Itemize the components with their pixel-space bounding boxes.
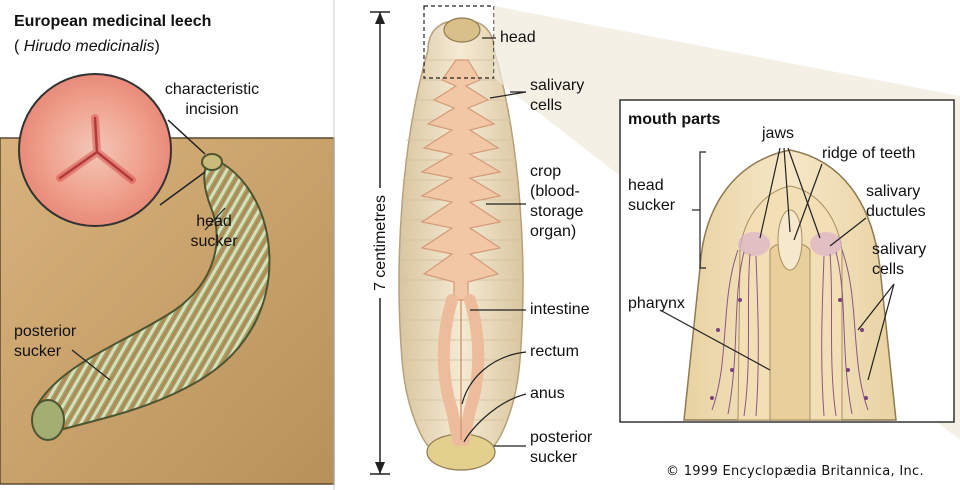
title: European medicinal leech: [14, 12, 211, 32]
label-head-sucker-left: head sucker: [190, 213, 238, 250]
leech-head-tip: [201, 153, 223, 171]
title-common-name: European medicinal leech: [14, 13, 212, 30]
label-pharynx: pharynx: [628, 295, 685, 312]
copyright-notice: © 1999 Encyclopædia Britannica, Inc.: [666, 464, 924, 479]
label-head-sucker-mouth: head sucker: [628, 177, 676, 214]
paren-close: ): [154, 38, 160, 55]
label-salivary-cells-middle: salivary cells: [530, 77, 585, 114]
label-head-middle: head: [500, 29, 536, 46]
scientific-name-text: Hirudo medicinalis: [23, 38, 155, 55]
scientific-name: ( Hirudo medicinalis): [14, 37, 160, 57]
label-characteristic-incision: characteristic incision: [164, 81, 260, 118]
label-ridge-of-teeth: ridge of teeth: [822, 145, 916, 162]
label-salivary-ductules: salivary ductules: [866, 183, 926, 220]
label-scale-7cm: 7 centimetres: [371, 188, 391, 298]
intestine: [437, 294, 464, 446]
salivary-ductules-lines: [711, 249, 869, 417]
label-posterior-sucker-left: posterior sucker: [14, 323, 77, 360]
label-crop: crop (blood- storage organ): [530, 163, 584, 240]
leech-posterior-sucker: [31, 399, 65, 441]
label-salivary-cells-mouth: salivary cells: [872, 241, 927, 278]
label-posterior-sucker-middle: posterior sucker: [530, 429, 593, 466]
label-rectum: rectum: [530, 343, 579, 360]
label-intestine: intestine: [530, 301, 590, 318]
paren-open: (: [14, 38, 24, 55]
label-jaws: jaws: [762, 125, 795, 142]
label-anus: anus: [530, 385, 565, 402]
anterior-sucker: [443, 17, 481, 43]
mouth-parts-title: mouth parts: [628, 111, 721, 128]
